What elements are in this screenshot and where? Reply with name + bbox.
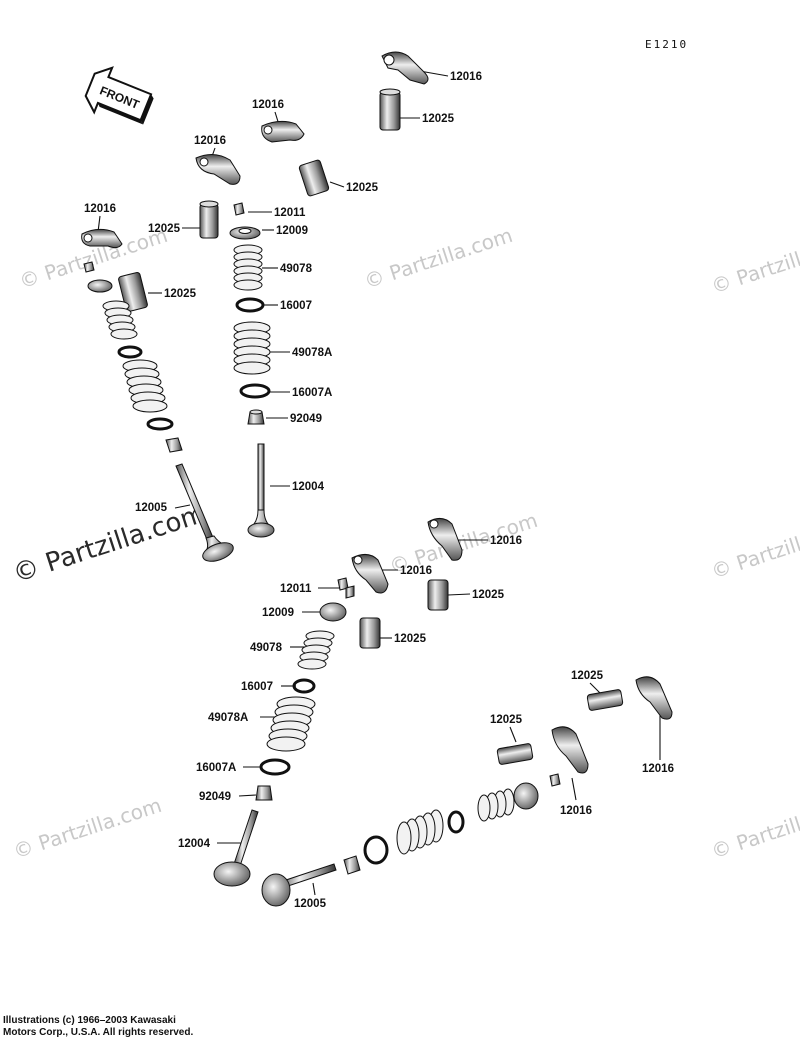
valve-lifter <box>298 159 330 197</box>
callout-label: 12011 <box>274 207 306 219</box>
intake-valve <box>261 863 337 907</box>
inner-valve-spring <box>102 300 138 340</box>
callout-label: 49078 <box>280 263 313 275</box>
spring-seat <box>292 678 316 694</box>
exhaust-valve <box>213 809 259 887</box>
credit-line: Illustrations (c) 1966–2003 Kawasaki <box>3 1015 176 1026</box>
valve-stem-seal <box>255 785 273 801</box>
rocker-arm <box>195 154 241 185</box>
outer-valve-spring <box>122 359 168 413</box>
callout-label: 12025 <box>490 714 523 726</box>
rocker-arm <box>351 554 389 594</box>
rocker-arm <box>635 676 673 720</box>
callout-label: 12004 <box>178 838 211 850</box>
credit-line: Motors Corp., U.S.A. All rights reserved… <box>3 1027 194 1038</box>
spring-retainer <box>513 782 539 810</box>
inner-valve-spring <box>297 630 335 670</box>
valve-lifter <box>359 617 381 649</box>
callout-label: 12016 <box>194 135 226 147</box>
front-arrow: FRONT <box>84 66 154 125</box>
callout-label: 12005 <box>135 502 168 514</box>
callout-label: 12025 <box>148 223 181 235</box>
callout-label: 16007 <box>280 300 312 312</box>
valve-lifter <box>118 272 148 312</box>
callout-label: 12016 <box>84 203 116 215</box>
spring-seat <box>235 297 265 313</box>
valve-lifter <box>427 579 449 611</box>
callout-label: 16007A <box>196 762 236 774</box>
valve-keepers <box>337 577 355 599</box>
rocker-arm <box>81 228 123 249</box>
spring-retainer <box>229 226 261 240</box>
callout-label: 92049 <box>199 791 231 803</box>
valve-stem-seal <box>343 855 361 875</box>
outer-valve-spring <box>266 696 316 752</box>
diagram-code: E1210 <box>645 38 689 51</box>
valve-stem-seal <box>247 409 265 425</box>
callout-label: 49078A <box>292 347 332 359</box>
callout-label: 12025 <box>346 182 379 194</box>
callout-label: 12025 <box>164 288 197 300</box>
copyright-credit: Illustrations (c) 1966–2003 Kawasaki Mot… <box>3 1015 193 1039</box>
callout-label: 12025 <box>472 589 505 601</box>
valve-lifter <box>496 743 534 765</box>
callout-label: 49078 <box>250 642 283 654</box>
spring-seat <box>447 810 465 834</box>
outer-valve-spring <box>233 321 271 375</box>
callout-label: 12016 <box>450 71 482 83</box>
outer-valve-spring <box>396 809 444 855</box>
valve-keepers <box>233 202 245 216</box>
callout-label: 16007 <box>241 681 273 693</box>
rocker-arm <box>261 120 305 143</box>
callout-label: 12016 <box>560 805 592 817</box>
inner-valve-spring <box>233 244 263 291</box>
callout-label: 12016 <box>642 763 674 775</box>
valve-lifter <box>586 689 624 711</box>
callout-label: 12025 <box>394 633 427 645</box>
spring-seat <box>259 758 291 776</box>
callout-label: 12009 <box>262 607 294 619</box>
callout-labels: 12016 12025 12016 12025 12016 12025 1201… <box>84 71 674 910</box>
callout-label: 12016 <box>252 99 284 111</box>
spring-retainer <box>87 279 113 293</box>
callout-label: 12025 <box>571 670 604 682</box>
valve-lifter <box>199 200 219 239</box>
rocker-arm <box>381 51 429 85</box>
valve-keepers <box>549 773 561 787</box>
callout-label: 16007A <box>292 387 332 399</box>
callout-label: 12009 <box>276 225 308 237</box>
callout-label: 12016 <box>400 565 432 577</box>
valve-stem-seal <box>165 437 183 453</box>
callout-label: 12004 <box>292 481 325 493</box>
callout-label: 12011 <box>280 583 312 595</box>
callout-label: 12025 <box>422 113 455 125</box>
callout-label: 12016 <box>490 535 522 547</box>
callout-label: 12005 <box>294 898 327 910</box>
spring-seat <box>117 345 143 359</box>
valve-keepers <box>83 261 95 273</box>
intake-valve <box>175 463 234 562</box>
leader-lines <box>97 69 661 896</box>
spring-seat <box>363 835 389 865</box>
spring-retainer <box>319 602 347 622</box>
rocker-arm <box>551 726 589 774</box>
spring-seat <box>239 383 271 399</box>
callout-label: 92049 <box>290 413 322 425</box>
rocker-arm <box>427 518 463 561</box>
valve-lifter <box>379 88 401 131</box>
spring-seat <box>146 417 174 431</box>
callout-label: 49078A <box>208 712 248 724</box>
inner-valve-spring <box>477 788 515 822</box>
exhaust-valve <box>247 443 275 538</box>
